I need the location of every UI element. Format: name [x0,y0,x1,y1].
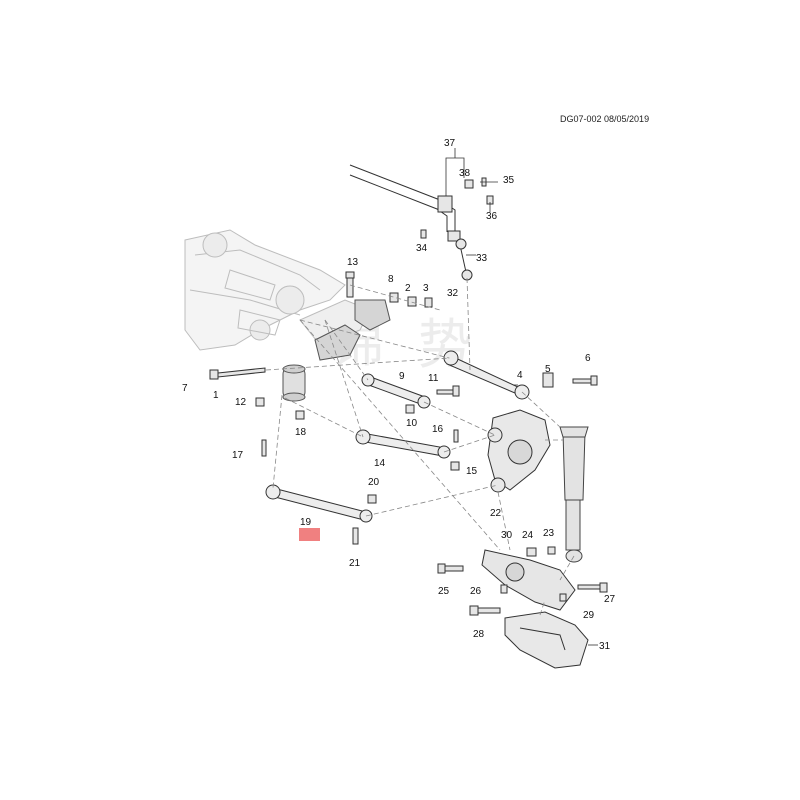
bolts [209,177,608,616]
spring-link [481,549,576,611]
bushing-13 [282,299,391,402]
callout-2: 2 [405,283,411,294]
shock-absorber [559,426,589,563]
callout-32: 32 [447,288,459,299]
shield [504,611,589,669]
callout-21: 21 [349,558,361,569]
callout-27: 27 [604,594,616,605]
callout-4: 4 [517,370,523,381]
callout-13: 13 [347,257,359,268]
callout-24: 24 [522,530,534,541]
callout-6: 6 [585,353,591,364]
callout-3: 3 [423,283,429,294]
callout-10: 10 [406,418,418,429]
assembly-lines [265,277,575,616]
callout-38: 38 [459,168,471,179]
callout-17: 17 [232,450,244,461]
callout-26: 26 [470,586,482,597]
callout-14: 14 [374,458,386,469]
callout-35: 35 [503,175,515,186]
callout-15: 15 [466,466,478,477]
callouts: 1 2 3 4 5 6 7 8 9 10 11 12 13 14 15 16 1… [182,138,616,652]
link-9 [361,373,431,409]
knuckle [487,409,551,493]
callout-16: 16 [432,424,444,435]
highlight-box [299,528,320,541]
callout-34: 34 [416,243,428,254]
callout-22: 22 [490,508,502,519]
stabilizer-link [455,238,473,281]
callout-31: 31 [599,641,611,652]
callout-23: 23 [543,528,555,539]
callout-25: 25 [438,586,450,597]
callout-30: 30 [501,530,513,541]
callout-29: 29 [583,610,595,621]
callout-1: 1 [213,390,219,401]
callout-33: 33 [476,253,488,264]
callout-37: 37 [444,138,456,149]
callout-18: 18 [295,427,307,438]
stabilizer-bar [349,164,461,242]
callout-7: 7 [182,383,188,394]
document-id: DG07-002 08/05/2019 [560,114,650,124]
callout-8: 8 [388,274,394,285]
leader-lines [445,148,598,646]
callout-12: 12 [235,397,247,408]
link-19 [265,484,373,523]
callout-36: 36 [486,211,498,222]
callout-19: 19 [300,517,312,528]
callout-11: 11 [428,373,439,384]
callout-28: 28 [473,629,485,640]
callout-9: 9 [399,371,405,382]
callout-20: 20 [368,477,380,488]
link-14 [355,429,451,459]
callout-5: 5 [545,364,551,375]
